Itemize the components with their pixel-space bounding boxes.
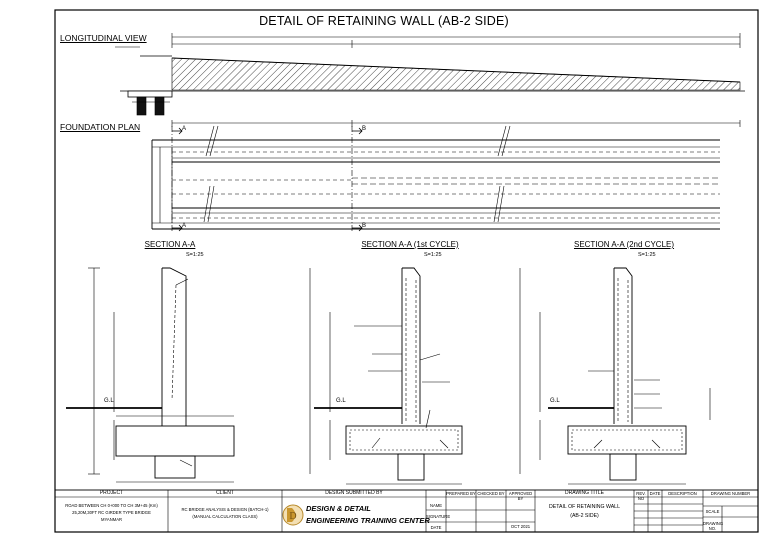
- sign-date-value: OCT 2021: [510, 524, 531, 529]
- sign-row-name: NAME: [429, 503, 443, 508]
- project-line-1: ROAD BETWEEN CH 0+000 TO CH 3M+45 (Km): [65, 503, 158, 508]
- sign-col-prepared: PREPARED BY: [446, 491, 476, 496]
- client-line-1: RC BRIDGE ANALYSIS & DESIGN (BATCH-1): [181, 507, 269, 512]
- sign-row-signature: SIGNATURE: [426, 514, 451, 519]
- drawing-title-header: DRAWING TITLE: [565, 490, 604, 496]
- section-a-a-2nd-cycle-scale: S=1:25: [638, 252, 656, 258]
- client-header: CLIENT: [216, 490, 234, 496]
- sign-col-approved: APPROVED BY: [508, 491, 533, 501]
- ground-level-label-2: G.L: [336, 398, 346, 404]
- revision-col-rev: REV. NO: [636, 491, 646, 501]
- drawing-title: DETAIL OF RETAINING WALL (AB-2 SIDE): [259, 14, 509, 28]
- revision-col-date: DATE: [649, 491, 661, 496]
- project-line-2: 25,20M,30FT RC GIRDER TYPE BRIDGE: [72, 510, 151, 515]
- project-line-3: MYANMAR: [100, 517, 123, 522]
- project-header: PROJECT: [99, 490, 124, 496]
- foundation-plan-label: FOUNDATION PLAN: [60, 122, 141, 132]
- section-a-a-drawing: [66, 267, 235, 483]
- drawing-title-line-2: (AB-2 SIDE): [570, 513, 599, 519]
- foundation-plan: [151, 120, 741, 233]
- drawing-title-line-1: DETAIL OF RETAINING WALL: [549, 504, 620, 510]
- cut-mark-a-top: A: [182, 126, 187, 132]
- submitted-by-header: DESIGN SUBMITTED BY: [325, 490, 383, 496]
- section-a-a-1st-cycle-drawing: [309, 267, 463, 485]
- cut-mark-b-top: B: [362, 126, 367, 132]
- longitudinal-view: [115, 33, 745, 116]
- info-scale-label: SCALE: [705, 509, 720, 514]
- section-a-a-1st-cycle-title: SECTION A-A (1st CYCLE): [361, 240, 459, 249]
- client-line-2: (MANUAL CALCULATION CLASS): [192, 514, 258, 519]
- sign-row-date: DATE: [430, 525, 442, 530]
- section-a-a-scale: S=1:25: [186, 252, 204, 258]
- ground-level-label-3: G.L: [550, 398, 560, 404]
- longitudinal-view-label: LONGITUDINAL VIEW: [60, 33, 147, 43]
- revision-col-description: DESCRIPTION: [668, 491, 697, 496]
- section-a-a-title: SECTION A-A: [144, 240, 196, 249]
- section-a-a-2nd-cycle-title: SECTION A-A (2nd CYCLE): [573, 240, 675, 249]
- company-name-line-2: ENGINEERING TRAINING CENTER: [306, 516, 430, 525]
- info-drawing-number-label: DRAWING NUMBER: [710, 491, 751, 496]
- title-block-frame: [54, 489, 759, 533]
- cut-mark-a-bottom: A: [182, 223, 187, 229]
- ground-level-label-1: G.L: [104, 398, 114, 404]
- svg-text:D: D: [289, 511, 296, 522]
- section-a-a-1st-cycle-scale: S=1:25: [424, 252, 442, 258]
- company-logo: D: [282, 504, 304, 526]
- section-a-a-2nd-cycle-drawing: [519, 267, 711, 485]
- sign-col-checked: CHECKED BY: [477, 491, 505, 496]
- info-drawing-no-label: DRAWING NO.: [703, 521, 724, 531]
- cut-mark-b-bottom: B: [362, 223, 367, 229]
- company-name-line-1: DESIGN & DETAIL: [306, 504, 371, 513]
